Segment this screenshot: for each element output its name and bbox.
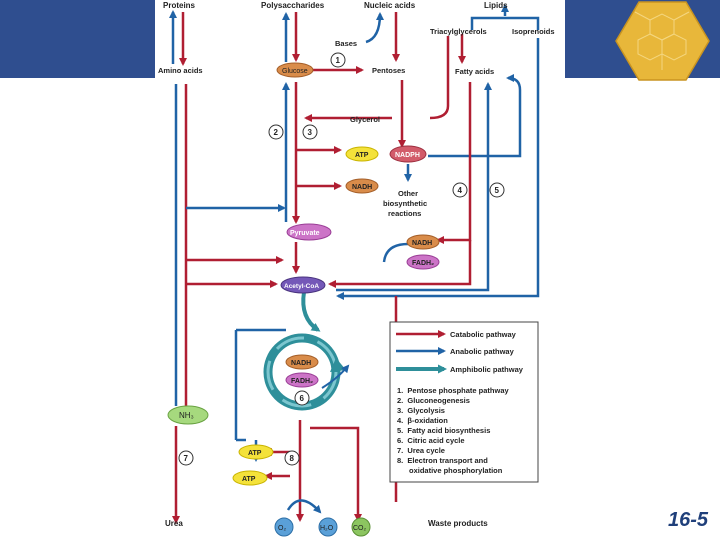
h2o-node — [318, 517, 338, 537]
label-urea: Urea — [165, 519, 183, 528]
pyruvate-node — [286, 223, 332, 241]
label-glucose: Glucose — [282, 68, 308, 75]
amphibolic-arrow-acetylcoa-to-cycle — [301, 291, 321, 332]
fadh2-node — [406, 254, 440, 270]
label-other-1: Other — [398, 189, 418, 198]
isoprenoids-line — [336, 38, 540, 300]
cycle-fadh2-node — [285, 372, 319, 388]
marker-6: 6 — [300, 394, 305, 403]
nadph-to-fatty-acids — [428, 74, 522, 158]
label-polysaccharides: Polysaccharides — [261, 1, 325, 10]
marker-1: 1 — [336, 56, 341, 65]
legend-amphibolic: Amphibolic pathway — [450, 365, 524, 374]
marker-2: 2 — [274, 128, 279, 137]
label-lipids: Lipids — [484, 1, 508, 10]
glucose-node — [276, 62, 314, 78]
label-isoprenoids: Isoprenoids — [512, 27, 555, 36]
legend-item-3: 3. Glycolysis — [397, 406, 445, 415]
label-proteins: Proteins — [163, 1, 196, 10]
legend-item-5: 5. Fatty acid biosynthesis — [397, 426, 490, 435]
label-waste-products: Waste products — [428, 519, 488, 528]
beta-oxidation-nadh — [436, 82, 472, 244]
label-fadh2: FADH₂ — [412, 260, 434, 267]
nadh-node-2 — [406, 234, 440, 250]
label-fatty-acids: Fatty acids — [455, 67, 494, 76]
legend-item-8b: oxidative phosphorylation — [409, 466, 503, 475]
label-triacylglycerols: Triacylglycerols — [430, 27, 487, 36]
label-atp-b: ATP — [242, 476, 256, 483]
nadh-loop — [382, 242, 409, 263]
atp-node-a — [238, 444, 274, 460]
beta-oxidation-to-acetylcoa — [328, 240, 472, 288]
o2-to-h2o-curve — [286, 499, 322, 514]
nadh-node — [345, 178, 379, 194]
label-amino-acids: Amino acids — [158, 66, 203, 75]
honeycomb-hexagon-logo — [615, 0, 710, 82]
label-h2o: H₂O — [320, 525, 334, 532]
slide-number: 16-5 — [667, 509, 708, 531]
nadph-node — [389, 145, 427, 163]
fatty-acid-biosynthesis — [336, 82, 492, 292]
legend-anabolic: Anabolic pathway — [450, 347, 515, 356]
label-other-2: biosynthetic — [383, 199, 427, 208]
acetylcoa-node — [280, 276, 326, 294]
o2-node — [274, 517, 294, 537]
label-co2: CO₂ — [353, 525, 367, 532]
tag-to-glycerol-line — [429, 36, 450, 120]
label-atp-a: ATP — [248, 450, 262, 457]
label-atp: ATP — [355, 152, 369, 159]
citric-acid-cycle-ring — [263, 333, 350, 411]
label-pyruvate: Pyruvate — [290, 230, 320, 237]
legend-item-4: 4. β-oxidation — [397, 416, 448, 425]
marker-circles — [178, 52, 505, 466]
legend — [389, 321, 539, 483]
labels: Proteins Polysaccharides Nucleic acids L… — [158, 1, 555, 532]
label-bases: Bases — [335, 39, 357, 48]
label-cycle-fadh2: FADH₂ — [291, 378, 313, 385]
to-co2 — [310, 426, 362, 522]
cycle-nadh-node — [285, 354, 319, 370]
nodes — [167, 62, 440, 537]
marker-8: 8 — [290, 454, 295, 463]
legend-item-2: 2. Gluconeogenesis — [397, 396, 470, 405]
label-nadh-2: NADH — [412, 240, 432, 247]
label-o2: O₂ — [278, 525, 286, 532]
label-glycerol: Glycerol — [350, 115, 380, 124]
label-nadh: NADH — [352, 184, 372, 191]
label-nadph: NADPH — [395, 152, 420, 159]
marker-4: 4 — [458, 186, 463, 195]
lipids-bracket — [470, 16, 540, 30]
atp-node-b — [232, 470, 268, 486]
legend-catabolic: Catabolic pathway — [450, 330, 517, 339]
label-other-3: reactions — [388, 209, 421, 218]
header-banner-left — [0, 0, 155, 78]
anabolic-arrow-bases-to-nucleic-acids — [365, 12, 384, 44]
nh3-node — [167, 405, 209, 425]
label-nh3: NH₃ — [179, 411, 194, 420]
marker-7: 7 — [184, 454, 189, 463]
legend-item-8: 8. Electron transport and — [397, 456, 488, 465]
marker-5: 5 — [495, 186, 500, 195]
marker-3: 3 — [308, 128, 313, 137]
label-pentoses: Pentoses — [372, 66, 405, 75]
label-cycle-nadh: NADH — [291, 360, 311, 367]
atp-node — [345, 146, 379, 162]
cycle-anabolic-box — [234, 328, 286, 442]
label-nucleic-acids: Nucleic acids — [364, 1, 416, 10]
legend-item-7: 7. Urea cycle — [397, 446, 445, 455]
label-acetylcoa: Acetyl-CoA — [284, 283, 319, 290]
legend-item-1: 1. Pentose phosphate pathway — [397, 386, 510, 395]
co2-node — [351, 517, 371, 537]
legend-item-6: 6. Citric acid cycle — [397, 436, 465, 445]
